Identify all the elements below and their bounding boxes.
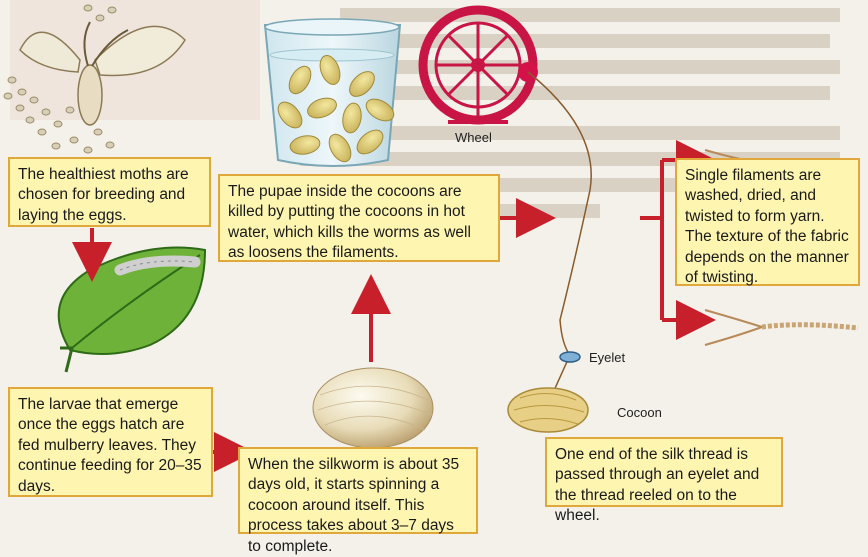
step-moths-box: The healthiest moths are chosen for bree… — [8, 157, 211, 227]
larva-icon — [114, 255, 201, 276]
moth-icon — [19, 21, 186, 126]
glass-of-water-icon — [263, 18, 402, 167]
reeling-cocoon-icon — [507, 387, 589, 433]
cocoon-label: Cocoon — [617, 405, 662, 420]
step-reeling-box: One end of the silk thread is passed thr… — [545, 437, 783, 524]
step-cocoon-box: When the silkworm is about 35 days old, … — [238, 447, 478, 555]
eggs-icon — [3, 4, 117, 154]
eyelet-icon — [559, 351, 581, 363]
step-yarn-box: Single filaments are washed, dried, and … — [675, 158, 860, 286]
wheel-label: Wheel — [455, 130, 492, 145]
silk-process-illustration — [3, 4, 859, 472]
reeling-wheel-icon — [418, 5, 538, 125]
yarn-icon-bottom — [704, 309, 859, 346]
silk-thread — [527, 71, 592, 396]
step-pupae-box: The pupae inside the cocoons are killed … — [218, 174, 500, 262]
step-larvae-box: The larvae that emerge once the eggs hat… — [8, 387, 213, 497]
eyelet-label: Eyelet — [589, 350, 626, 365]
cocoon-icon — [312, 367, 434, 449]
